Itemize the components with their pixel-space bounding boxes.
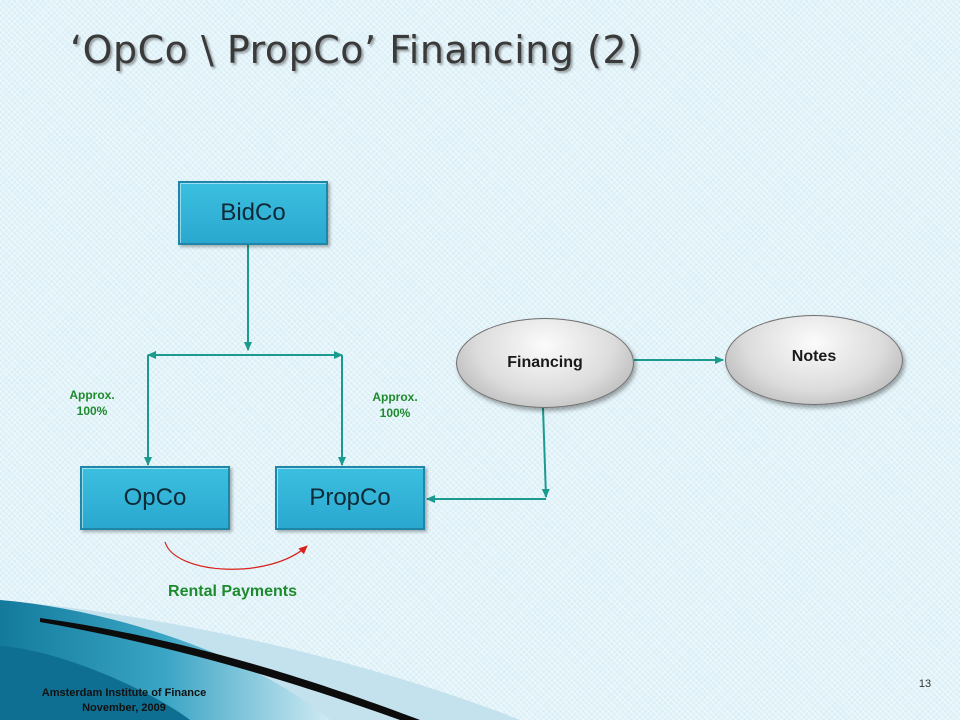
rental-payments-label: Rental Payments <box>168 583 297 600</box>
financing-down-connector <box>541 407 550 498</box>
propco-node: PropCo <box>275 466 425 530</box>
opco-node: OpCo <box>80 466 230 530</box>
footer: Amsterdam Institute of Finance November,… <box>18 686 230 716</box>
rental-payments-arrow <box>164 541 308 570</box>
page-number: 13 <box>918 678 932 690</box>
propco-ownership-line2: 100% <box>379 406 411 420</box>
propco-ownership-line1: Approx. <box>372 390 418 404</box>
footer-date: November, 2009 <box>82 702 166 714</box>
bidco-node: BidCo <box>178 181 328 245</box>
opco-ownership-line1: Approx. <box>69 388 115 402</box>
opco-ownership-label: Approx. 100% <box>52 387 132 419</box>
footer-organization: Amsterdam Institute of Finance <box>41 687 207 699</box>
opco-ownership-line2: 100% <box>76 404 108 418</box>
notes-node: Notes <box>725 315 903 405</box>
propco-ownership-label: Approx. 100% <box>355 389 435 421</box>
financing-node: Financing <box>456 318 634 408</box>
slide-title: ‘OpCo \ PropCo’ Financing (2) <box>70 28 643 72</box>
